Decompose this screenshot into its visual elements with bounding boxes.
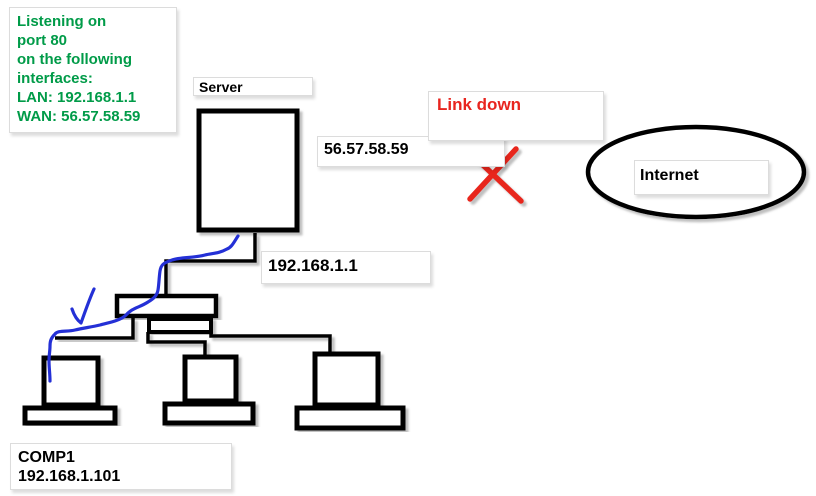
computer-1-monitor — [41, 355, 101, 408]
cable-to-computer-2 — [146, 332, 207, 356]
wan-ip-label: 56.57.58.59 — [317, 136, 505, 167]
info-line: WAN: 56.57.58.59 — [17, 108, 141, 125]
cable-to-computer-3 — [209, 332, 332, 354]
computer-2-base — [162, 401, 256, 426]
lan-ip-label: 192.168.1.1 — [261, 251, 431, 284]
lan-connector-line — [164, 233, 257, 296]
blue-checkmark-icon — [70, 287, 96, 325]
computer-2 — [162, 354, 256, 426]
cable-to-computer-1 — [55, 318, 135, 340]
switch-base — [147, 317, 213, 334]
server-box — [196, 108, 300, 233]
comp1-name: COMP1 — [18, 449, 75, 466]
computer-2-monitor — [182, 354, 239, 404]
link-down-label: Link down — [428, 91, 604, 141]
info-line: port 80 — [17, 32, 68, 49]
computer-1 — [22, 355, 118, 426]
computer-1-base — [22, 405, 118, 426]
server-label: Server — [193, 77, 313, 96]
info-line: on the following — [17, 51, 132, 68]
computer-3-monitor — [312, 351, 381, 408]
comp1-ip: 192.168.1.101 — [18, 468, 121, 485]
listening-info-box: Listening on port 80 on the following in… — [9, 7, 177, 133]
info-line: LAN: 192.168.1.1 — [17, 89, 137, 106]
comp1-label: COMP1 192.168.1.101 — [10, 443, 232, 490]
computer-3-base — [294, 405, 406, 431]
computer-3 — [294, 351, 406, 431]
info-line: Listening on — [17, 13, 107, 30]
internet-label: Internet — [634, 160, 769, 195]
switch-box — [114, 293, 219, 319]
info-line: interfaces: — [17, 70, 93, 87]
blue-scribble-annotation — [47, 234, 240, 383]
